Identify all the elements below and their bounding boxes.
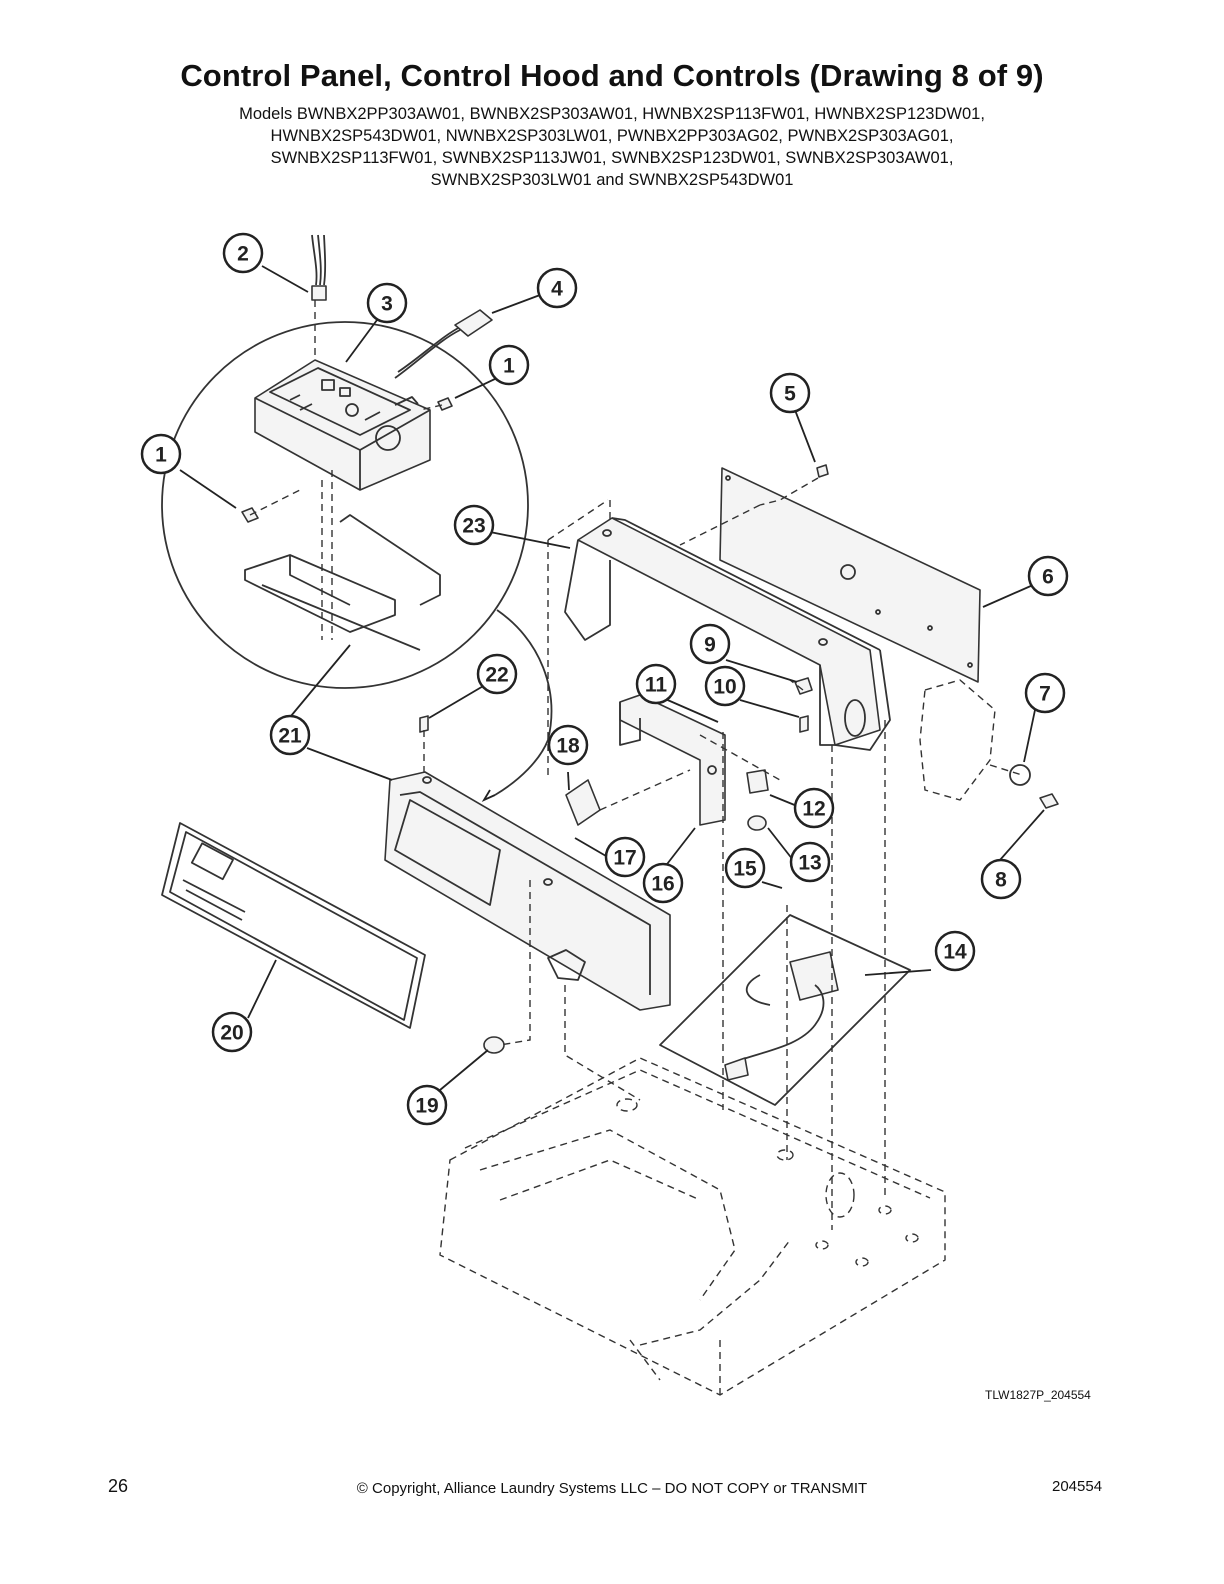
switch-bracket — [619, 694, 726, 826]
svg-text:18: 18 — [556, 735, 580, 758]
callout-7: 7 — [1024, 672, 1066, 714]
model-line: HWNBX2SP543DW01, NWNBX2SP303LW01, PWNBX2… — [270, 127, 954, 145]
svg-text:15: 15 — [733, 858, 757, 881]
transformer-assembly — [659, 914, 911, 1106]
svg-text:5: 5 — [784, 383, 796, 406]
svg-text:9: 9 — [704, 634, 716, 657]
callout-1-left: 1 — [140, 433, 182, 475]
svg-text:13: 13 — [798, 852, 821, 875]
callout-18: 18 — [547, 724, 589, 766]
svg-text:1: 1 — [503, 355, 515, 378]
svg-text:7: 7 — [1039, 683, 1051, 706]
svg-text:3: 3 — [381, 293, 393, 316]
svg-text:1: 1 — [155, 444, 167, 467]
assembly-lines — [249, 300, 1023, 1230]
svg-text:11: 11 — [645, 674, 668, 697]
svg-text:22: 22 — [485, 664, 508, 687]
cabinet-top-outline — [439, 1057, 946, 1396]
rear-plate — [719, 467, 981, 683]
svg-text:2: 2 — [237, 243, 249, 266]
page-title: Control Panel, Control Hood and Controls… — [180, 58, 1044, 93]
svg-text:6: 6 — [1042, 566, 1054, 589]
control-panel — [384, 771, 671, 1011]
callout-14: 14 — [934, 930, 976, 972]
callout-6: 6 — [1027, 555, 1069, 597]
callout-16: 16 — [642, 862, 684, 904]
callout-10: 10 — [704, 665, 746, 707]
svg-text:10: 10 — [713, 676, 736, 699]
callout-9: 9 — [689, 623, 731, 665]
drawing-id: TLW1827P_204554 — [985, 1388, 1091, 1402]
callout-4: 4 — [536, 267, 578, 309]
document-number: 204554 — [1052, 1478, 1103, 1495]
callout-22: 22 — [476, 653, 518, 695]
leader-lines — [179, 265, 1045, 1091]
mounting-bracket — [244, 470, 441, 651]
control-board — [254, 359, 431, 491]
model-line: SWNBX2SP113FW01, SWNBX2SP113JW01, SWNBX2… — [270, 149, 954, 167]
wire-harness — [311, 234, 493, 379]
svg-text:14: 14 — [943, 941, 967, 964]
callout-13: 13 — [789, 841, 831, 883]
svg-text:17: 17 — [613, 847, 636, 870]
model-line: SWNBX2SP303LW01 and SWNBX2SP543DW01 — [430, 171, 794, 189]
callout-12: 12 — [793, 787, 835, 829]
control-hood — [564, 517, 891, 751]
svg-text:8: 8 — [995, 869, 1007, 892]
callout-15: 15 — [724, 847, 766, 889]
svg-text:23: 23 — [462, 515, 485, 538]
callout-21: 21 — [269, 714, 311, 756]
callout-5: 5 — [769, 372, 811, 414]
callout-1-right: 1 — [488, 344, 530, 386]
callout-11: 11 — [635, 663, 677, 705]
callout-8: 8 — [980, 858, 1022, 900]
callout-2: 2 — [222, 232, 264, 274]
callout-23: 23 — [453, 504, 495, 546]
svg-text:12: 12 — [802, 798, 825, 821]
copyright-notice: © Copyright, Alliance Laundry Systems LL… — [356, 1480, 868, 1497]
page-number: 26 — [108, 1476, 129, 1496]
svg-text:16: 16 — [651, 873, 674, 896]
svg-text:21: 21 — [278, 725, 302, 748]
callout-bubbles: 2 3 4 1 1 5 23 6 9 22 11 10 7 21 18 12 1… — [140, 232, 1069, 1126]
svg-text:4: 4 — [551, 278, 563, 301]
svg-text:20: 20 — [220, 1022, 243, 1045]
detail-magnifier — [161, 321, 553, 803]
callout-17: 17 — [604, 836, 646, 878]
callout-20: 20 — [211, 1011, 253, 1053]
svg-text:19: 19 — [415, 1095, 438, 1118]
panel-overlay — [161, 822, 426, 1029]
callout-3: 3 — [366, 282, 408, 324]
callout-19: 19 — [406, 1084, 448, 1126]
model-list: Models BWNBX2PP303AW01, BWNBX2SP303AW01,… — [162, 103, 1062, 191]
small-parts — [419, 464, 1059, 1054]
model-line: Models BWNBX2PP303AW01, BWNBX2SP303AW01,… — [239, 105, 985, 123]
